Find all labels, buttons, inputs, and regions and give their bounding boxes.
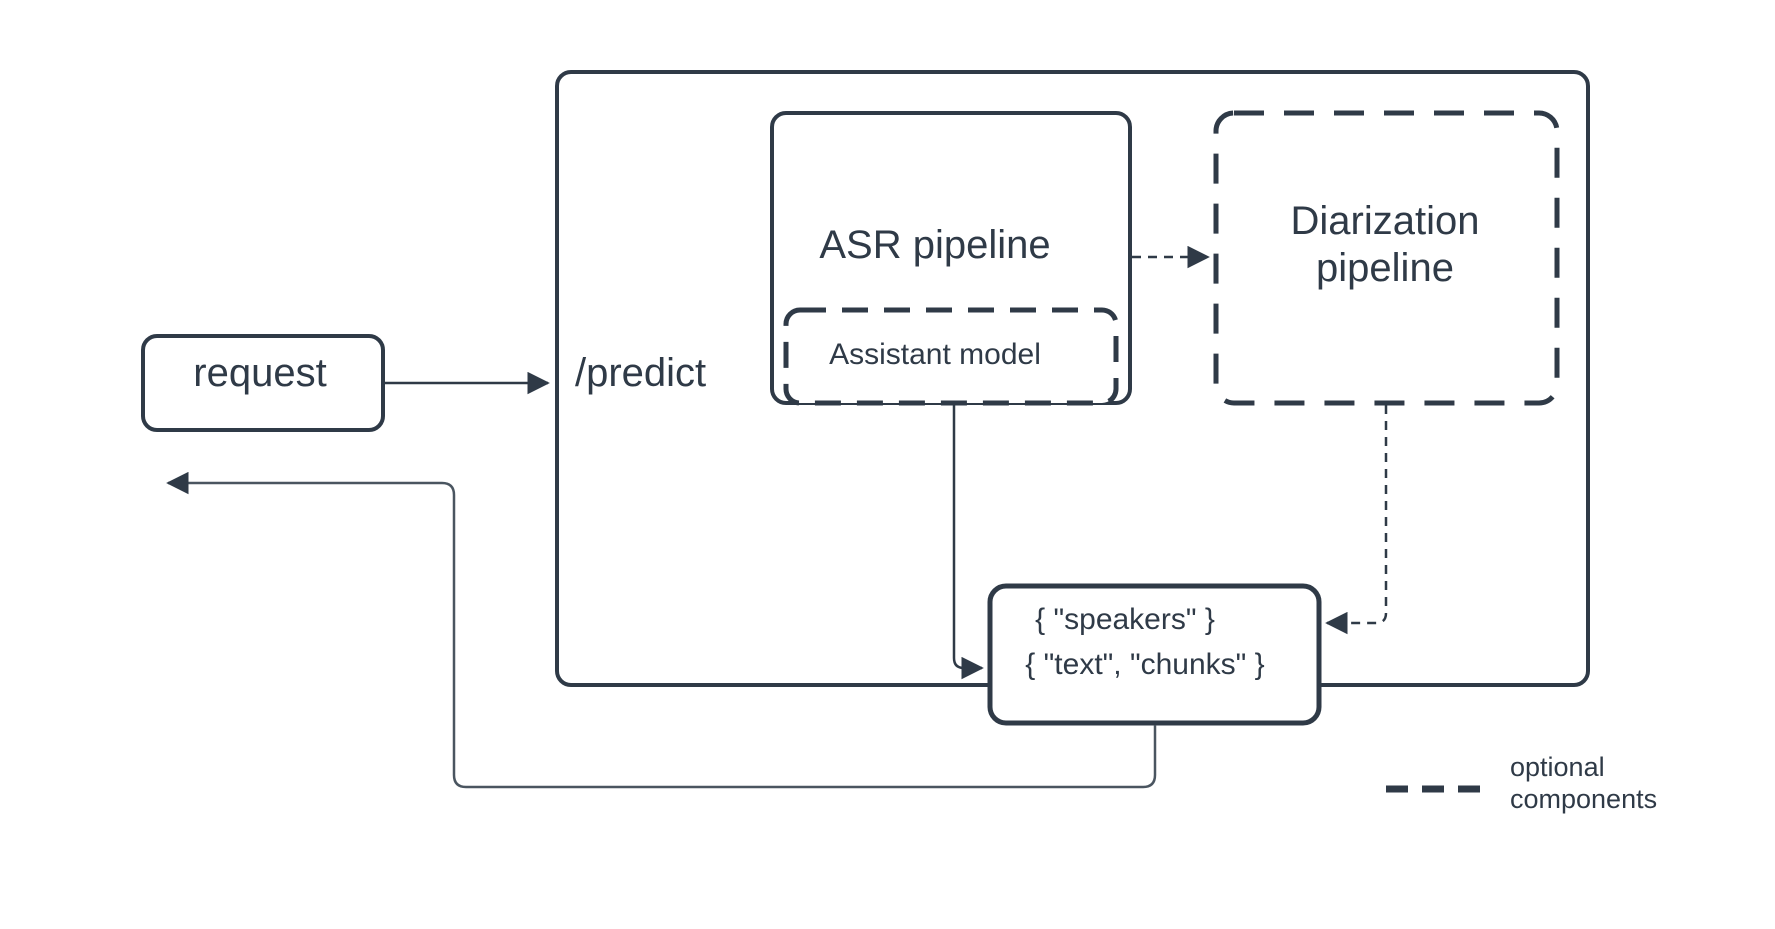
edge-asr-to-output-text (952, 405, 984, 680)
output-payload-box[interactable] (987, 583, 1322, 726)
request-box[interactable] (141, 334, 385, 432)
edge-diarization-to-output-speakers (1325, 405, 1388, 635)
edge-output-to-response (166, 471, 1157, 789)
assistant-model-box[interactable] (783, 307, 1119, 406)
diarization-pipeline-box[interactable] (1213, 110, 1560, 406)
